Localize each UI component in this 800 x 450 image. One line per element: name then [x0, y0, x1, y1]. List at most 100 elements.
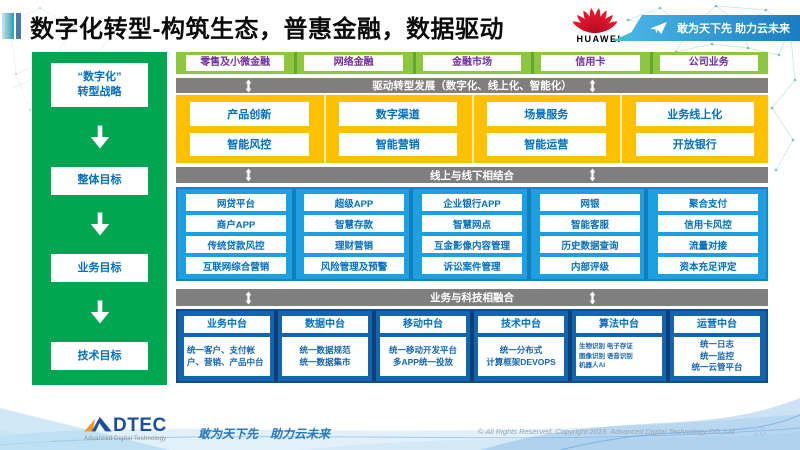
divider — [526, 189, 531, 279]
divider — [531, 52, 535, 74]
page-number: 10 — [752, 424, 767, 439]
platform-item: 诉讼案件管理 — [422, 257, 522, 274]
divider — [291, 189, 296, 279]
platform-item: 资本充足评定 — [658, 257, 758, 274]
divider — [649, 52, 653, 74]
bar-label: 线上与线下相结合 — [430, 169, 514, 182]
bar-drive-transformation: 驱动转型发展（数字化、线上化、智能化） — [176, 78, 768, 93]
middle-platform-title: 数据中台 — [282, 316, 368, 333]
middle-platform-desc: 统一客户、支付帐户、营销、产品中台 — [184, 337, 270, 376]
divider — [567, 311, 572, 381]
middle-platform-business: 业务中台 统一客户、支付帐户、营销、产品中台 — [184, 316, 270, 376]
platform-item: 聚合支付 — [658, 194, 758, 211]
capabilities-section: 产品创新 数字渠道 场景服务 业务线上化 智能风控 智能营销 智能运营 开放银行 — [176, 95, 768, 163]
updown-arrow-icon — [589, 79, 596, 92]
platform-item: 理财营销 — [304, 236, 404, 253]
strategy-step-business-goal: 业务目标 — [51, 254, 148, 283]
divider — [470, 311, 474, 381]
adtec-wordmark: DTEC — [113, 415, 167, 436]
bar-label: 驱动转型发展（数字化、线上化、智能化） — [372, 80, 572, 92]
bar-online-offline: 线上与线下相结合 — [176, 167, 768, 183]
capability-item: 数字渠道 — [338, 102, 457, 126]
divider — [371, 311, 376, 381]
platform-item: 历史数据查询 — [540, 236, 640, 253]
capability-item: 开放银行 — [635, 132, 754, 156]
middle-platform-desc: 统一移动开发平台 多APP统一投放 — [380, 337, 466, 376]
platform-item: 传统贷款风控 — [186, 236, 286, 253]
platform-item: 网贷平台 — [186, 194, 286, 211]
capability-item: 产品创新 — [190, 102, 309, 126]
business-line-item: 公司业务 — [659, 55, 758, 71]
middle-platform-algorithm: 算法中台 生物识别 电子存证 图像识别 语音识别 机器人AI — [576, 316, 662, 376]
title-accent-bar-teal — [2, 13, 14, 39]
business-line-item: 零售及小微金融 — [186, 55, 285, 71]
business-line-item: 信用卡 — [541, 55, 640, 71]
platform-item: 智能客服 — [540, 215, 640, 232]
platform-item: 流量对接 — [658, 236, 758, 253]
updown-arrow-icon — [589, 291, 596, 304]
platform-item: 网银 — [540, 194, 640, 211]
platform-item: 商户APP — [186, 215, 286, 232]
middle-platform-desc: 生物识别 电子存证 图像识别 语音识别 机器人AI — [576, 337, 662, 376]
middle-platform-title: 算法中台 — [576, 316, 662, 333]
bar-label: 业务与科技相融合 — [430, 292, 514, 304]
strategy-step-overall-goal: 整体目标 — [51, 166, 148, 195]
business-line-item: 金融市场 — [422, 55, 522, 71]
ribbon-shape — [612, 15, 800, 41]
platform-item: 信用卡风控 — [658, 215, 758, 232]
middle-platform-operations: 运营中台 统一日志 统一监控 统一云管平台 — [674, 316, 760, 376]
strategy-step-technology-goal: 技术目标 — [51, 341, 148, 370]
platform-item: 风险管理及预警 — [304, 257, 404, 274]
divider — [294, 52, 298, 74]
divider — [409, 189, 414, 279]
platforms-section: 网贷平台 超级APP 企业银行APP 网银 聚合支付 商户APP 智慧存款 智慧… — [176, 187, 768, 281]
capability-item: 业务线上化 — [635, 102, 754, 126]
platform-item: 智慧网点 — [422, 215, 522, 232]
strategy-panel: “数字化” 转型战略 整体目标 业务目标 技术目标 — [32, 52, 167, 385]
footer-slogan: 敢为天下先 助力云未来 — [198, 427, 331, 441]
adtec-mark-icon — [84, 416, 112, 432]
middle-platform-technology: 技术中台 统一分布式 计算框架DEVOPS — [478, 316, 564, 376]
middle-platform-mobile: 移动中台 统一移动开发平台 多APP统一投放 — [380, 316, 466, 376]
business-lines-band: 零售及小微金融 网络金融 金融市场 信用卡 公司业务 — [176, 52, 768, 74]
down-arrow-icon — [90, 212, 109, 237]
divider — [644, 189, 649, 279]
divider — [324, 95, 326, 163]
capability-item: 智能营销 — [338, 132, 457, 156]
middle-platform-title: 业务中台 — [184, 316, 270, 333]
strategy-step-digital-transformation: “数字化” 转型战略 — [51, 63, 148, 107]
platform-item: 互金影像内容管理 — [422, 236, 522, 253]
middle-platform-data: 数据中台 统一数据规范 统一数据集市 — [282, 316, 368, 376]
middle-platform-title: 移动中台 — [380, 316, 466, 333]
divider — [472, 95, 474, 163]
divider — [273, 311, 278, 381]
divider — [412, 52, 416, 74]
platform-item: 超级APP — [304, 194, 404, 211]
huawei-wordmark: HUAWEI — [576, 34, 622, 44]
divider — [620, 95, 622, 163]
middle-platform-desc: 统一分布式 计算框架DEVOPS — [478, 337, 564, 376]
platform-item: 企业银行APP — [422, 194, 522, 211]
title-accent-bar-blue — [16, 13, 21, 39]
ribbon-slogan: 敢为天下先 助力云未来 — [677, 23, 791, 35]
bar-business-technology: 业务与科技相融合 — [176, 289, 768, 306]
capability-item: 智能运营 — [487, 132, 606, 156]
copyright-text: © All Rights Reserved. Copyright 2019. A… — [478, 427, 735, 436]
updown-arrow-icon — [245, 79, 252, 92]
divider — [665, 311, 670, 381]
header-ribbon: 敢为天下先 助力云未来 — [612, 15, 800, 41]
capability-item: 场景服务 — [487, 102, 606, 126]
middle-platform-title: 运营中台 — [674, 316, 760, 333]
capability-item: 智能风控 — [190, 132, 309, 156]
adtec-subtext: Advanced Digital Technology — [84, 436, 167, 442]
updown-arrow-icon — [245, 291, 252, 304]
platform-item: 互联网综合营销 — [186, 257, 286, 274]
down-arrow-icon — [90, 125, 109, 149]
adtec-logo: DTEC Advanced Digital Technology — [84, 415, 167, 442]
middle-platform-title: 技术中台 — [478, 316, 564, 333]
updown-arrow-icon — [589, 168, 596, 182]
down-arrow-icon — [90, 300, 109, 324]
middle-platforms-section: 业务中台 统一客户、支付帐户、营销、产品中台 数据中台 统一数据规范 统一数据集… — [176, 309, 768, 383]
business-line-item: 网络金融 — [304, 55, 403, 71]
